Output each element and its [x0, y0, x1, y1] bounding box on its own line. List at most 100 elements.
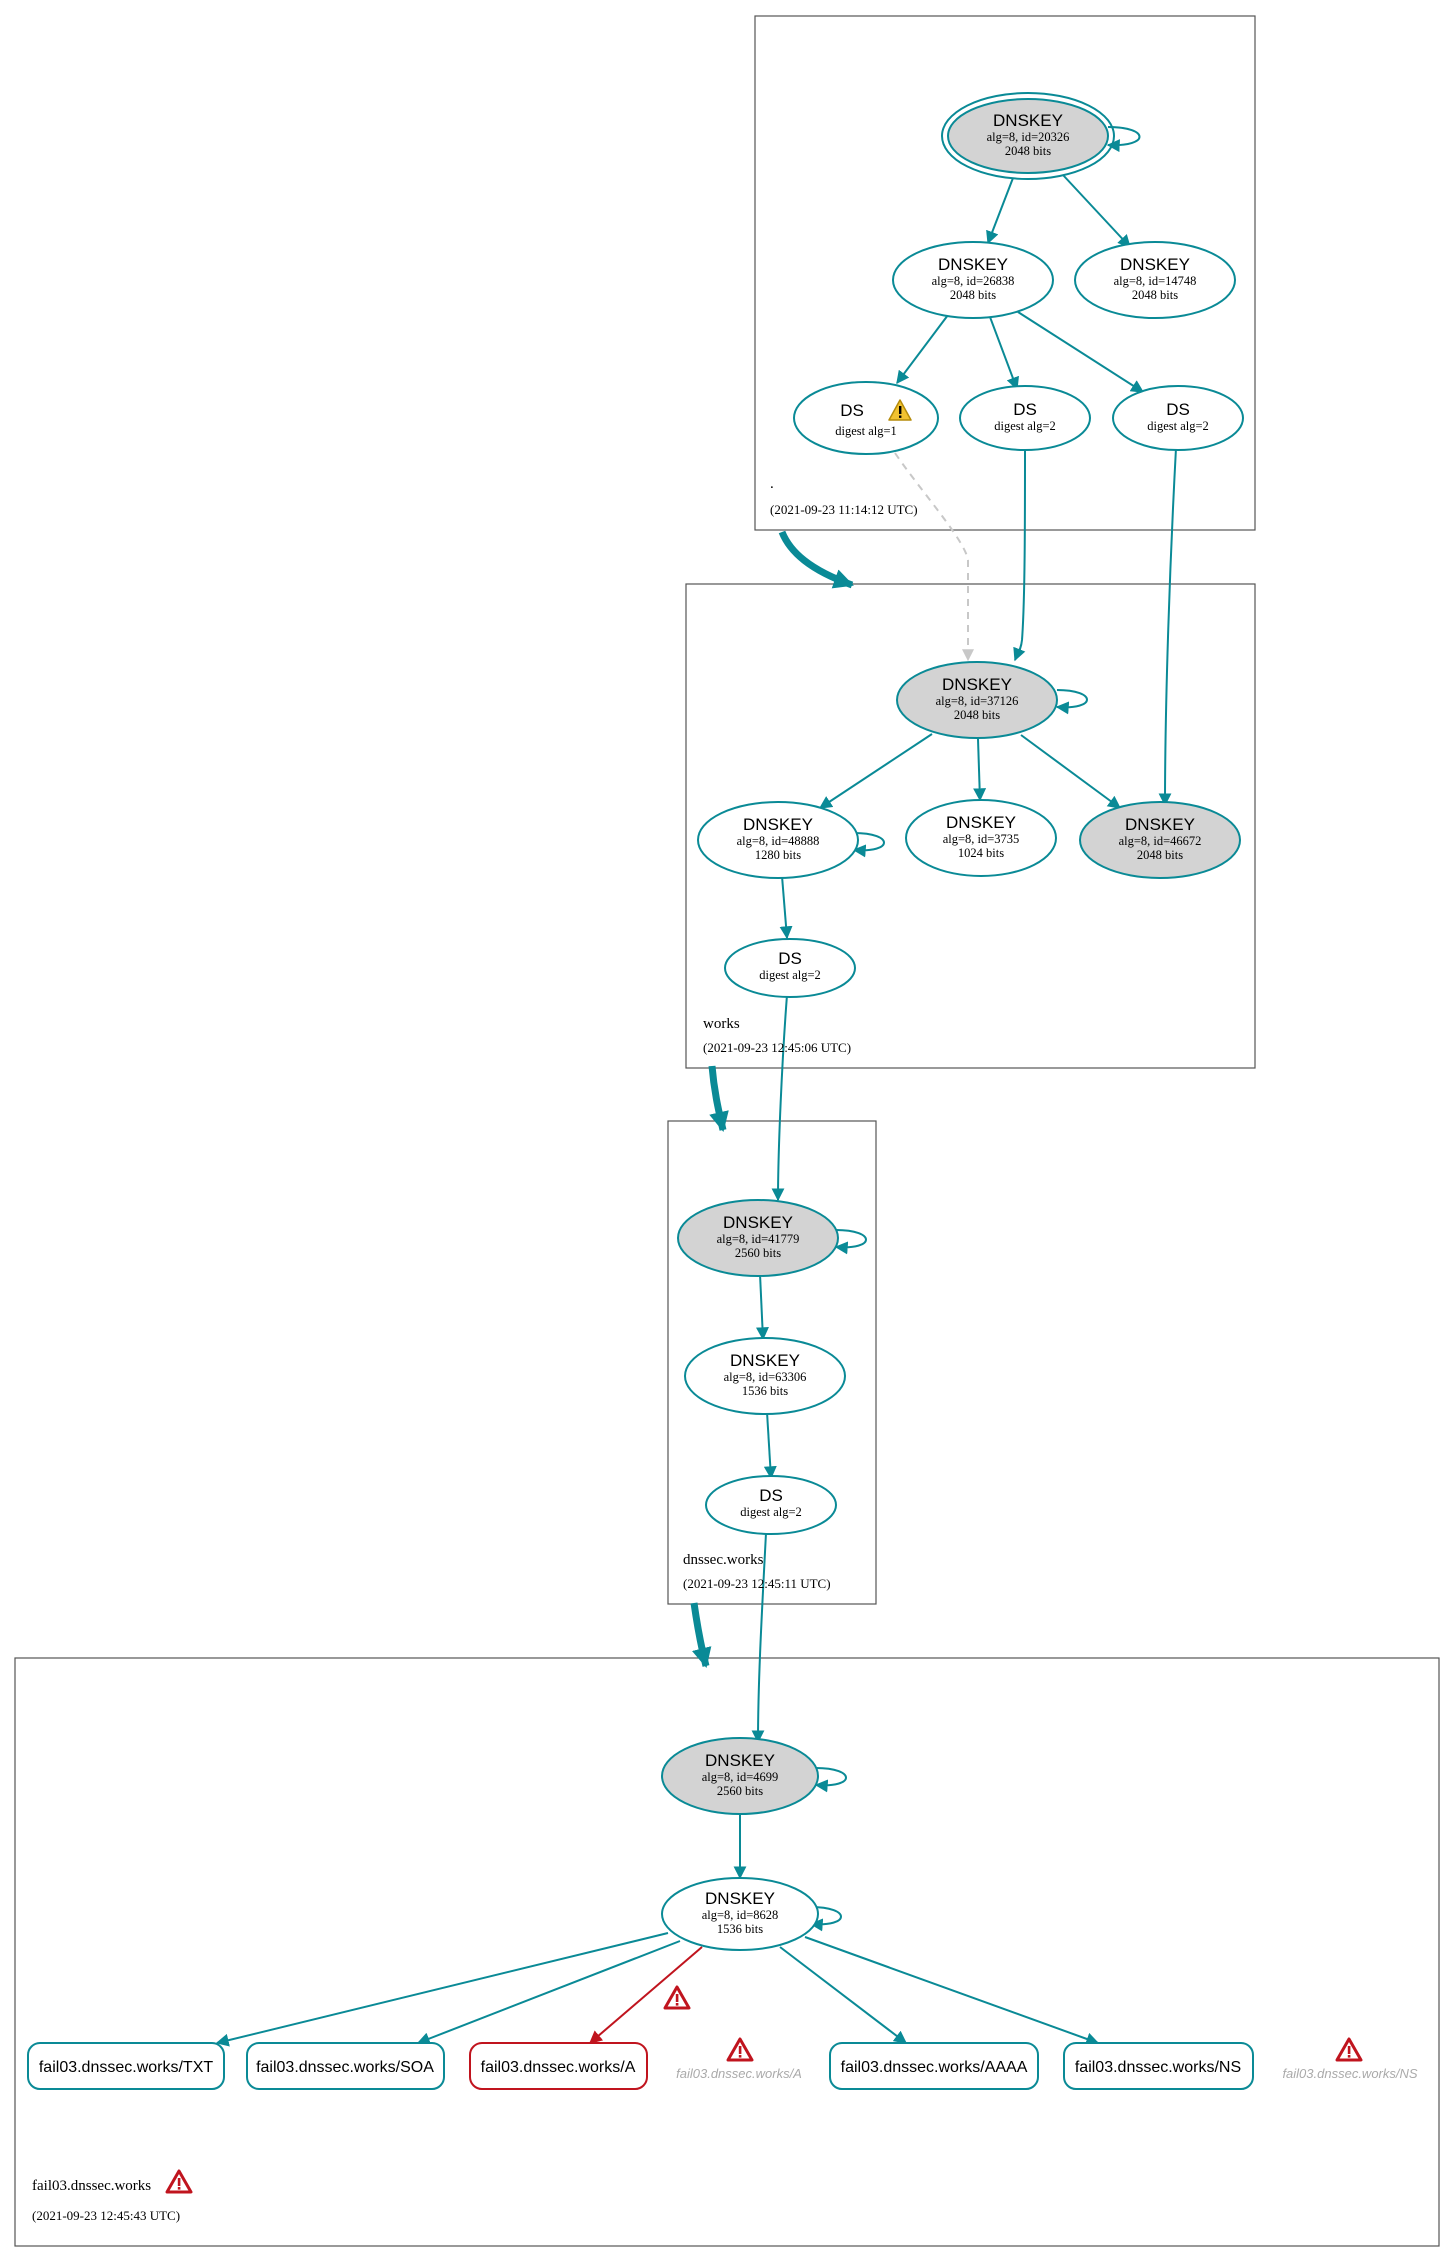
node-root-key3[interactable]: DNSKEY alg=8, id=14748 2048 bits — [1074, 241, 1236, 319]
edge-works-ksk-k3735 — [973, 738, 987, 802]
rrset-aaaa[interactable]: fail03.dnssec.works/AAAA — [829, 2042, 1039, 2090]
error-icon[interactable] — [1335, 2037, 1363, 2062]
error-icon[interactable] — [165, 2169, 193, 2194]
edge-fail03-zsk-aaaa — [779, 1946, 908, 2044]
node-line1: alg=8, id=63306 — [724, 1370, 807, 1384]
node-line1: digest alg=1 — [835, 424, 897, 438]
error-icon[interactable] — [726, 2037, 754, 2062]
node-line1: digest alg=2 — [740, 1505, 802, 1519]
edge-dnssec-zsk-ds — [763, 1411, 777, 1480]
node-title: DS — [1166, 400, 1190, 419]
node-title: DS — [1013, 400, 1037, 419]
node-works-ksk[interactable]: DNSKEY alg=8, id=37126 2048 bits — [896, 661, 1058, 739]
node-line1: digest alg=2 — [994, 419, 1056, 433]
node-root-ds1[interactable]: DS digest alg=1 — [793, 381, 939, 455]
edge-dnssec-ksk-zsk — [755, 1273, 769, 1341]
rrset-ns[interactable]: fail03.dnssec.works/NS — [1063, 2042, 1254, 2090]
node-dnssec-zsk[interactable]: DNSKEY alg=8, id=63306 1536 bits — [684, 1337, 846, 1415]
rrset-soa[interactable]: fail03.dnssec.works/SOA — [246, 2042, 445, 2090]
node-works-k3735[interactable]: DNSKEY alg=8, id=3735 1024 bits — [905, 799, 1057, 877]
node-line2: 1280 bits — [755, 848, 801, 862]
edge-fail03-zsk-ns — [804, 1936, 1100, 2046]
node-works-k46672[interactable]: DNSKEY alg=8, id=46672 2048 bits — [1079, 801, 1241, 879]
edge-works-ksk-k48888 — [818, 733, 933, 809]
delegation-arrow-dnssec-fail03 — [690, 1602, 712, 1668]
node-title: DNSKEY — [723, 1213, 793, 1232]
rrset-label: fail03.dnssec.works/SOA — [256, 2059, 434, 2076]
delegation-arrow-works-dnssec — [708, 1065, 729, 1132]
node-title: DNSKEY — [946, 813, 1016, 832]
edge-works-k48888-ds — [779, 875, 793, 940]
edge-fail03-ksk-self — [814, 1767, 847, 1793]
zone-root-timestamp: (2021-09-23 11:14:12 UTC) — [770, 502, 918, 517]
rrset-a[interactable]: fail03.dnssec.works/A — [469, 2042, 648, 2090]
edge-root-zsk-ds2 — [989, 316, 1019, 391]
zone-dnssec-name: dnssec.works — [683, 1552, 764, 1568]
node-line2: 2048 bits — [1137, 848, 1183, 862]
node-title: DNSKEY — [705, 1889, 775, 1908]
zone-works-name: works — [703, 1016, 740, 1032]
node-works-k48888[interactable]: DNSKEY alg=8, id=48888 1280 bits — [697, 801, 859, 879]
edge-dnssec-ds-fail03-ksk — [751, 1532, 767, 1744]
rrset-label: fail03.dnssec.works/AAAA — [841, 2059, 1028, 2076]
node-fail03-zsk[interactable]: DNSKEY alg=8, id=8628 1536 bits — [661, 1877, 819, 1951]
edge-works-ds-dnssec-ksk — [771, 994, 788, 1202]
node-line1: alg=8, id=8628 — [702, 1908, 779, 1922]
node-line2: 2048 bits — [1132, 288, 1178, 302]
node-dnssec-ds[interactable]: DS digest alg=2 — [705, 1475, 837, 1535]
node-title: DS — [759, 1486, 783, 1505]
rrset-a-ghost[interactable]: fail03.dnssec.works/A — [676, 2037, 802, 2081]
node-title: DNSKEY — [942, 675, 1012, 694]
zone-fail03-name: fail03.dnssec.works — [32, 2178, 151, 2194]
node-line1: alg=8, id=46672 — [1119, 834, 1202, 848]
node-root-ds2[interactable]: DS digest alg=2 — [959, 385, 1091, 451]
node-line1: alg=8, id=26838 — [932, 274, 1015, 288]
edge-root-ksk-key3 — [1062, 174, 1131, 248]
node-fail03-ksk[interactable]: DNSKEY alg=8, id=4699 2560 bits — [661, 1737, 819, 1815]
rrset-ns-ghost[interactable]: fail03.dnssec.works/NS — [1282, 2037, 1418, 2081]
node-line1: digest alg=2 — [759, 968, 821, 982]
edge-root-zsk-ds3 — [1017, 311, 1145, 393]
edge-root-zsk-ds1 — [896, 314, 949, 385]
node-root-zsk[interactable]: DNSKEY alg=8, id=26838 2048 bits — [892, 241, 1054, 319]
node-line1: alg=8, id=3735 — [943, 832, 1020, 846]
node-line2: 1536 bits — [742, 1384, 788, 1398]
zone-dnssec-timestamp: (2021-09-23 12:45:11 UTC) — [683, 1576, 831, 1591]
node-title: DNSKEY — [1120, 255, 1190, 274]
node-line2: 2048 bits — [950, 288, 996, 302]
edge-fail03-zsk-self — [809, 1906, 842, 1932]
edge-root-ksk-self — [1106, 126, 1141, 153]
error-icon[interactable] — [663, 1985, 691, 2010]
delegation-arrow-root-works — [778, 530, 854, 589]
node-line1: alg=8, id=4699 — [702, 1770, 779, 1784]
ghost-label: fail03.dnssec.works/NS — [1282, 2066, 1417, 2081]
warning-icon[interactable] — [888, 399, 912, 421]
node-line1: alg=8, id=41779 — [717, 1232, 800, 1246]
edge-root-ds1-works-ksk-dashed — [894, 452, 974, 662]
zone-fail03-timestamp: (2021-09-23 12:45:43 UTC) — [32, 2208, 180, 2223]
rrset-label: fail03.dnssec.works/TXT — [39, 2059, 214, 2076]
zone-root-name: . — [770, 476, 774, 492]
node-title: DS — [840, 401, 864, 420]
ghost-label: fail03.dnssec.works/A — [676, 2066, 802, 2081]
edge-fail03-zsk-a — [589, 1946, 703, 2044]
node-root-ksk[interactable]: DNSKEY alg=8, id=20326 2048 bits — [941, 92, 1115, 180]
node-line1: digest alg=2 — [1147, 419, 1209, 433]
node-works-ds[interactable]: DS digest alg=2 — [724, 938, 856, 998]
node-line1: alg=8, id=37126 — [936, 694, 1019, 708]
edge-dnssec-ksk-self — [834, 1229, 867, 1255]
node-line2: 2048 bits — [954, 708, 1000, 722]
node-root-ds3[interactable]: DS digest alg=2 — [1112, 385, 1244, 451]
node-title: DS — [778, 949, 802, 968]
rrset-txt[interactable]: fail03.dnssec.works/TXT — [27, 2042, 225, 2090]
edge-fail03-zsk-txt — [215, 1932, 669, 2047]
edge-root-ds2-works-ksk — [1013, 447, 1026, 662]
node-dnssec-ksk[interactable]: DNSKEY alg=8, id=41779 2560 bits — [677, 1199, 839, 1277]
edge-works-ksk-k46672 — [1020, 734, 1122, 809]
zone-works-timestamp: (2021-09-23 12:45:06 UTC) — [703, 1040, 851, 1055]
edge-root-ksk-zsk — [986, 177, 1014, 245]
edge-works-k48888-self — [852, 832, 885, 858]
edge-root-ds3-works-k46672 — [1158, 447, 1177, 807]
edge-fail03-zsk-soa — [416, 1940, 681, 2045]
